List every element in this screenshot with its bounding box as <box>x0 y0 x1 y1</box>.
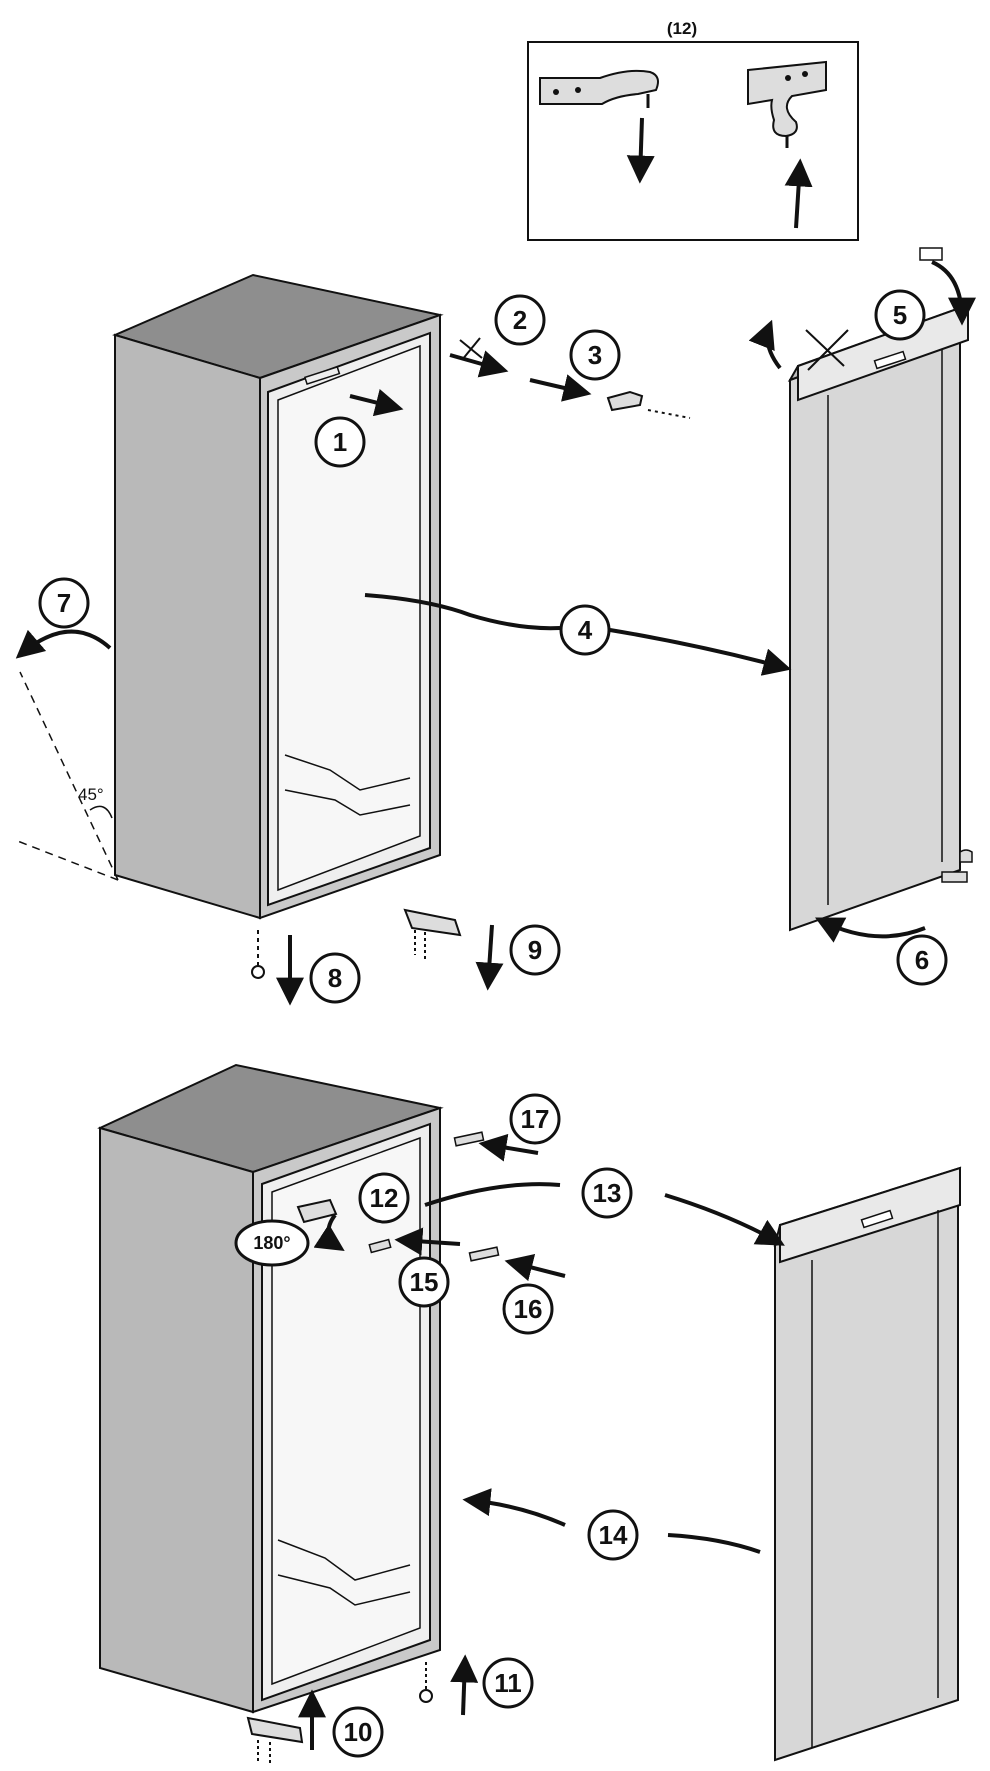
cover-15-icon <box>368 1238 392 1254</box>
svg-text:1: 1 <box>333 427 347 457</box>
svg-text:12: 12 <box>370 1183 399 1213</box>
step-3-hinge-icon <box>606 390 691 419</box>
svg-text:9: 9 <box>528 935 542 965</box>
step-2-screw-icon <box>459 337 483 361</box>
cover-16-icon <box>468 1246 500 1262</box>
svg-text:14: 14 <box>599 1520 628 1550</box>
svg-text:4: 4 <box>578 615 593 645</box>
rotate-180-badge: 180° <box>234 1219 310 1267</box>
svg-text:8: 8 <box>328 963 342 993</box>
step-badge-2: 2 <box>494 294 546 346</box>
bottom-hinge-10-icon <box>246 1716 304 1766</box>
top-step-arrows <box>15 260 976 1006</box>
svg-text:5: 5 <box>893 300 907 330</box>
svg-text:15: 15 <box>410 1267 439 1297</box>
screw-11-icon <box>419 1662 433 1703</box>
tilt-guide <box>14 671 119 881</box>
step-badge-5: 5 <box>874 289 926 341</box>
svg-text:6: 6 <box>915 945 929 975</box>
svg-text:3: 3 <box>588 340 602 370</box>
top-screw-8 <box>251 930 265 979</box>
step-badge-6: 6 <box>896 934 948 986</box>
door-hinge-pin-icon <box>941 849 973 883</box>
step-badge-8: 8 <box>309 952 361 1004</box>
svg-text:7: 7 <box>57 588 71 618</box>
step-badge-10: 10 <box>332 1706 384 1758</box>
step-badge-11: 11 <box>482 1657 534 1709</box>
step-badge-17: 17 <box>509 1093 561 1145</box>
hinge-after-icon <box>747 60 827 229</box>
svg-text:180°: 180° <box>253 1233 290 1253</box>
tilt-angle-label: 45° <box>78 785 104 804</box>
step-badge-14: 14 <box>587 1509 639 1561</box>
door-removed <box>787 247 971 932</box>
step-badge-16: 16 <box>502 1283 554 1335</box>
fridge-bottom-cabinet <box>97 1063 444 1714</box>
door-to-mount <box>773 1166 962 1762</box>
cover-17-icon <box>453 1131 485 1147</box>
svg-text:2: 2 <box>513 305 527 335</box>
svg-text:16: 16 <box>514 1294 543 1324</box>
svg-text:10: 10 <box>344 1717 373 1747</box>
hinge-before-icon <box>539 69 659 184</box>
step-badge-9: 9 <box>509 924 561 976</box>
step-badge-4: 4 <box>559 604 611 656</box>
inset-label: (12) <box>667 19 697 38</box>
bottom-hinge-9-icon <box>403 908 462 960</box>
step-badge-3: 3 <box>569 329 621 381</box>
svg-text:17: 17 <box>521 1104 550 1134</box>
step-badge-12: 12 <box>358 1172 410 1224</box>
step-badge-13: 13 <box>581 1167 633 1219</box>
svg-text:11: 11 <box>494 1668 522 1698</box>
hinge-12-icon <box>296 1198 338 1224</box>
svg-text:13: 13 <box>593 1178 622 1208</box>
step-badge-1: 1 <box>314 416 366 468</box>
step-badge-7: 7 <box>38 577 90 629</box>
step-5-cross-icon <box>805 329 849 371</box>
step-badge-15: 15 <box>398 1256 450 1308</box>
fridge-top-cabinet <box>112 273 444 920</box>
hinge-detail-inset: (12) <box>527 19 859 241</box>
bottom-step-arrows <box>298 1133 785 1750</box>
